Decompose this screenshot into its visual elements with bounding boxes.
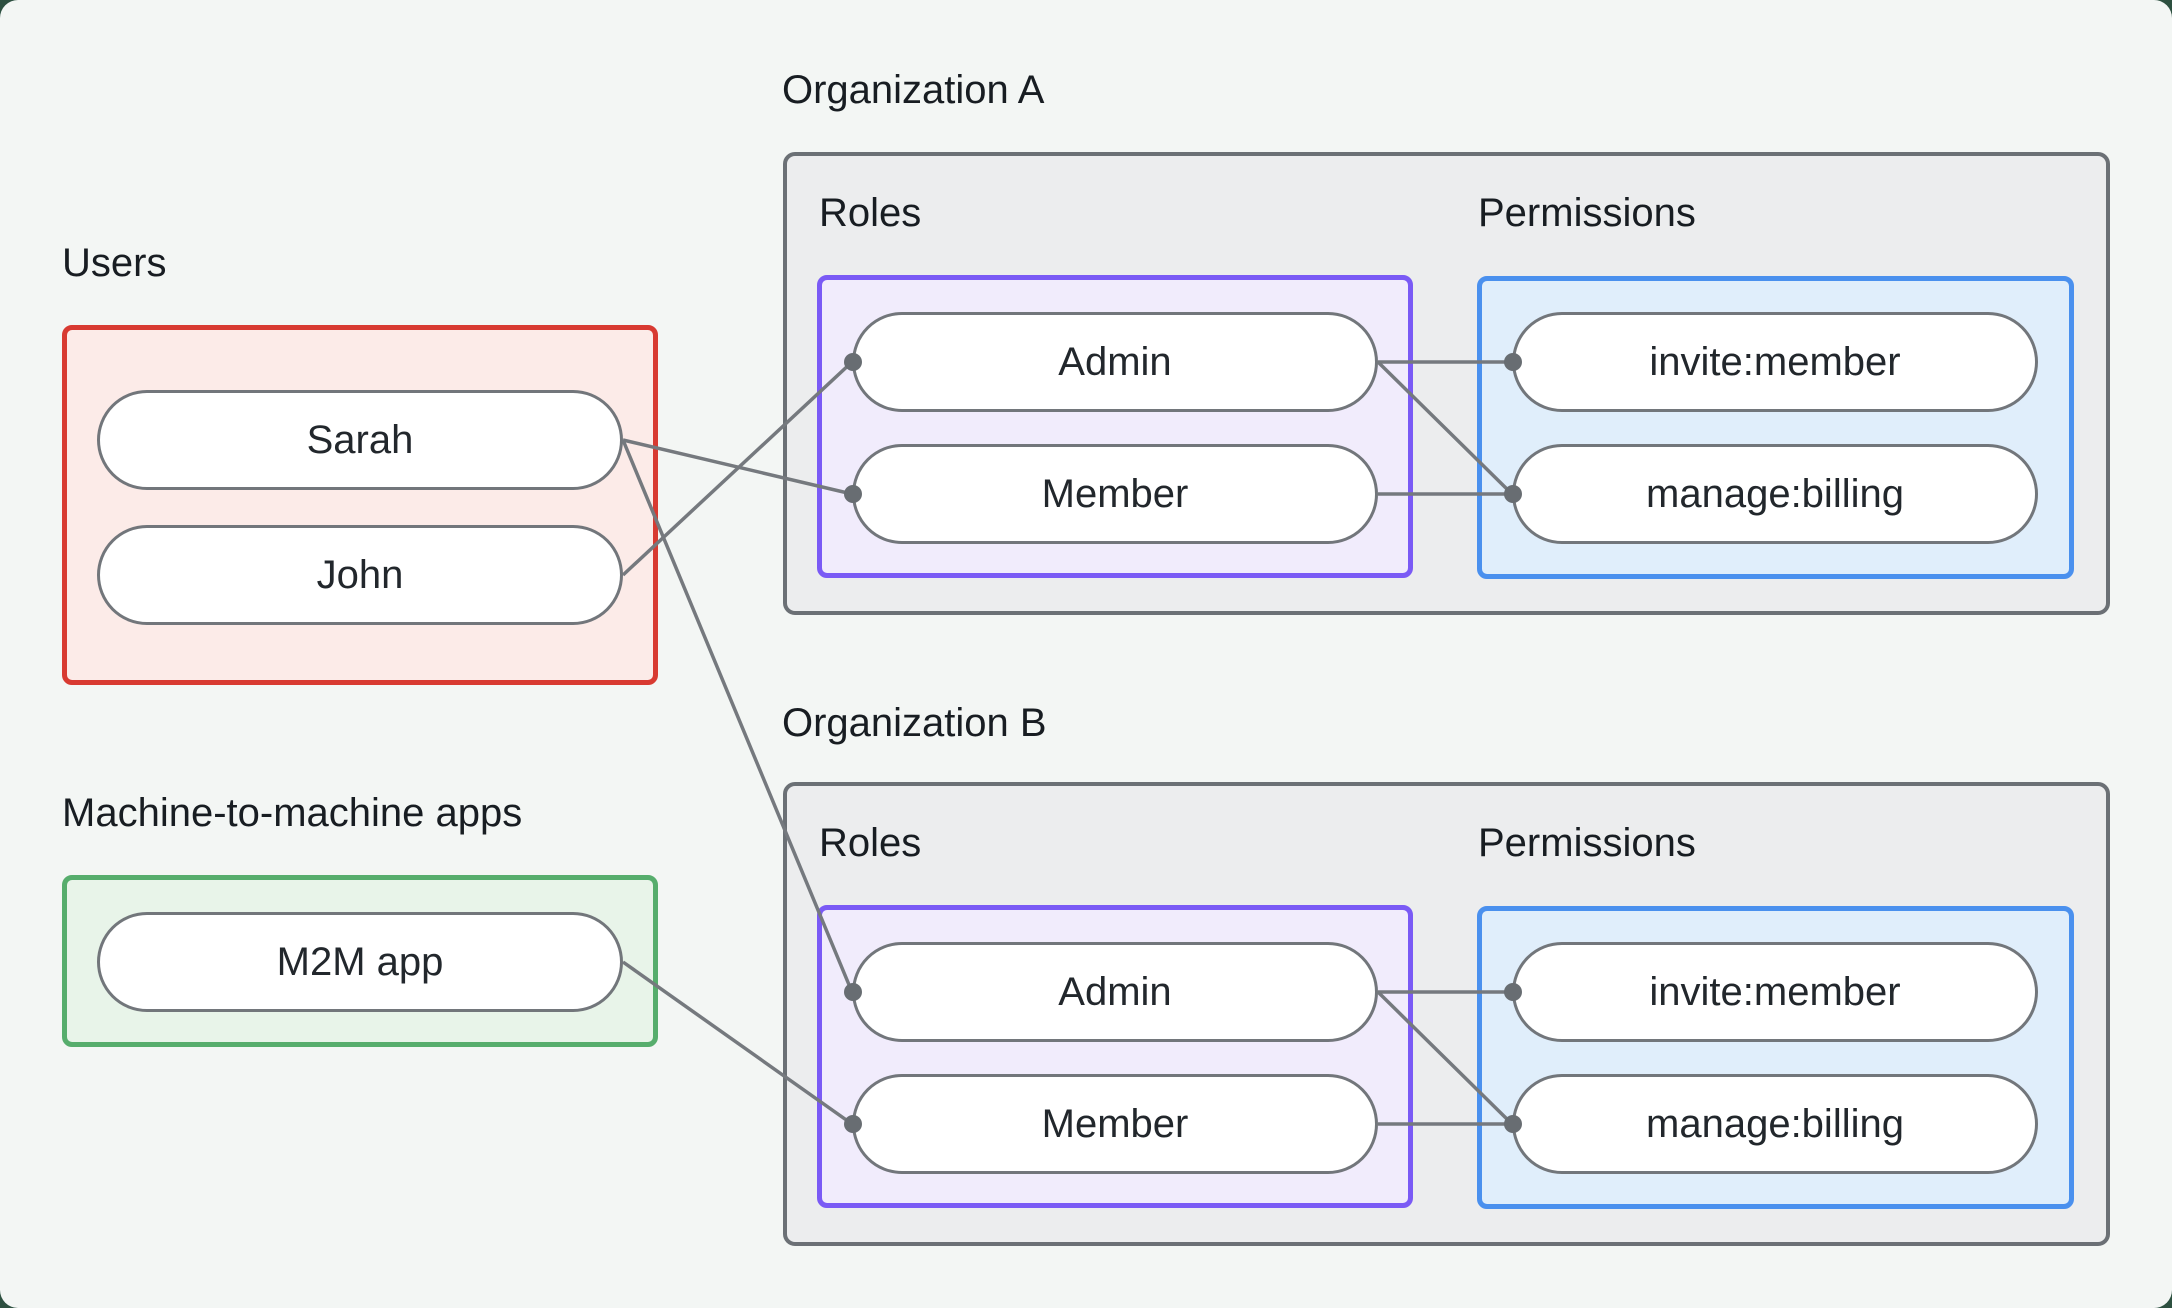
users-group-box [62,325,658,685]
orgB-title: Organization B [782,701,1047,745]
orgB-role-admin-node: Admin [852,942,1378,1042]
orgB-role-member-label: Member [1041,1101,1189,1146]
orgB-roles-label: Roles [819,821,922,865]
user-node-sarah: Sarah [97,390,623,490]
orgB-perm-invite-label: invite:member [1649,969,1901,1014]
m2m-section-label: Machine-to-machine apps [62,791,523,835]
user-node-john: John [97,525,623,625]
m2m-node-app-label: M2M app [276,939,444,984]
orgB-perm-invite-node: invite:member [1512,942,2038,1042]
orgA-role-admin-node: Admin [852,312,1378,412]
orgA-perm-invite-label: invite:member [1649,339,1901,384]
user-node-sarah-label: Sarah [306,417,414,462]
orgB-perm-manage-node: manage:billing [1512,1074,2038,1174]
orgA-role-member-label: Member [1041,471,1189,516]
orgA-perm-manage-node: manage:billing [1512,444,2038,544]
orgA-permissions-label: Permissions [1478,191,1696,235]
orgB-role-member-node: Member [852,1074,1378,1174]
orgA-role-member-node: Member [852,444,1378,544]
orgB-perm-manage-label: manage:billing [1646,1101,1904,1146]
orgA-roles-label: Roles [819,191,922,235]
orgA-perm-manage-label: manage:billing [1646,471,1904,516]
orgB-role-admin-label: Admin [1058,969,1172,1014]
orgA-role-admin-label: Admin [1058,339,1172,384]
user-node-john-label: John [316,552,404,597]
users-section-label: Users [62,241,167,285]
m2m-node-app: M2M app [97,912,623,1012]
orgB-permissions-label: Permissions [1478,821,1696,865]
orgA-perm-invite-node: invite:member [1512,312,2038,412]
orgA-title: Organization A [782,68,1045,112]
